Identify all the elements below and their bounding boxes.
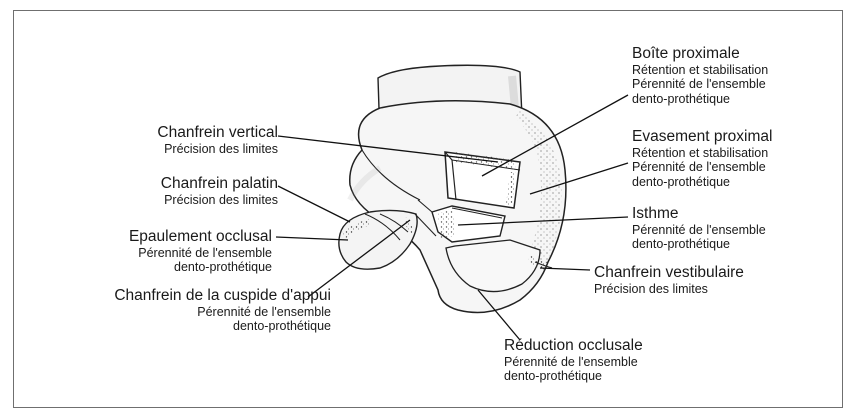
- label-line: Précision des limites: [157, 142, 278, 156]
- label-line: dento-prothétique: [632, 175, 772, 189]
- label-line: Pérennité de l'ensemble: [632, 77, 768, 91]
- label-title: Chanfrein palatin: [161, 175, 278, 193]
- label-chanfrein-vestibulaire: Chanfrein vestibulaire Précision des lim…: [594, 264, 744, 296]
- label-title: Epaulement occlusal: [129, 228, 272, 246]
- label-title: Réduction occlusale: [504, 337, 643, 355]
- label-reduction-occlusale: Réduction occlusale Pérennité de l'ensem…: [504, 337, 643, 384]
- label-line: Pérennité de l'ensemble: [632, 160, 772, 174]
- label-boite-proximale: Boîte proximale Rétention et stabilisati…: [632, 45, 768, 106]
- label-isthme: Isthme Pérennité de l'ensemble dento-pro…: [632, 205, 766, 252]
- label-line: Pérennité de l'ensemble: [632, 223, 766, 237]
- label-chanfrein-palatin: Chanfrein palatin Précision des limites: [161, 175, 278, 207]
- label-line: dento-prothétique: [114, 319, 331, 333]
- label-line: dento-prothétique: [129, 260, 272, 274]
- label-title: Chanfrein vertical: [157, 124, 278, 142]
- leader-epaulement-occlusal: [276, 237, 348, 240]
- label-title: Boîte proximale: [632, 45, 768, 63]
- label-title: Isthme: [632, 205, 766, 223]
- label-line: dento-prothétique: [632, 92, 768, 106]
- label-epaulement-occlusal: Epaulement occlusal Pérennité de l'ensem…: [129, 228, 272, 275]
- label-chanfrein-cuspide: Chanfrein de la cuspide d'appui Pérennit…: [114, 287, 331, 334]
- label-line: Pérennité de l'ensemble: [114, 305, 331, 319]
- label-line: Rétention et stabilisation: [632, 63, 768, 77]
- label-chanfrein-vertical: Chanfrein vertical Précision des limites: [157, 124, 278, 156]
- label-line: dento-prothétique: [504, 369, 643, 383]
- label-line: Pérennité de l'ensemble: [504, 355, 643, 369]
- leader-chanfrein-vestibulaire: [540, 268, 590, 270]
- label-title: Chanfrein vestibulaire: [594, 264, 744, 282]
- label-title: Evasement proximal: [632, 128, 772, 146]
- label-evasement-proximal: Evasement proximal Rétention et stabilis…: [632, 128, 772, 189]
- leader-chanfrein-palatin: [278, 186, 350, 222]
- label-title: Chanfrein de la cuspide d'appui: [114, 287, 331, 305]
- label-line: dento-prothétique: [632, 237, 766, 251]
- label-line: Pérennité de l'ensemble: [129, 246, 272, 260]
- label-line: Précision des limites: [594, 282, 744, 296]
- label-line: Rétention et stabilisation: [632, 146, 772, 160]
- label-line: Précision des limites: [161, 193, 278, 207]
